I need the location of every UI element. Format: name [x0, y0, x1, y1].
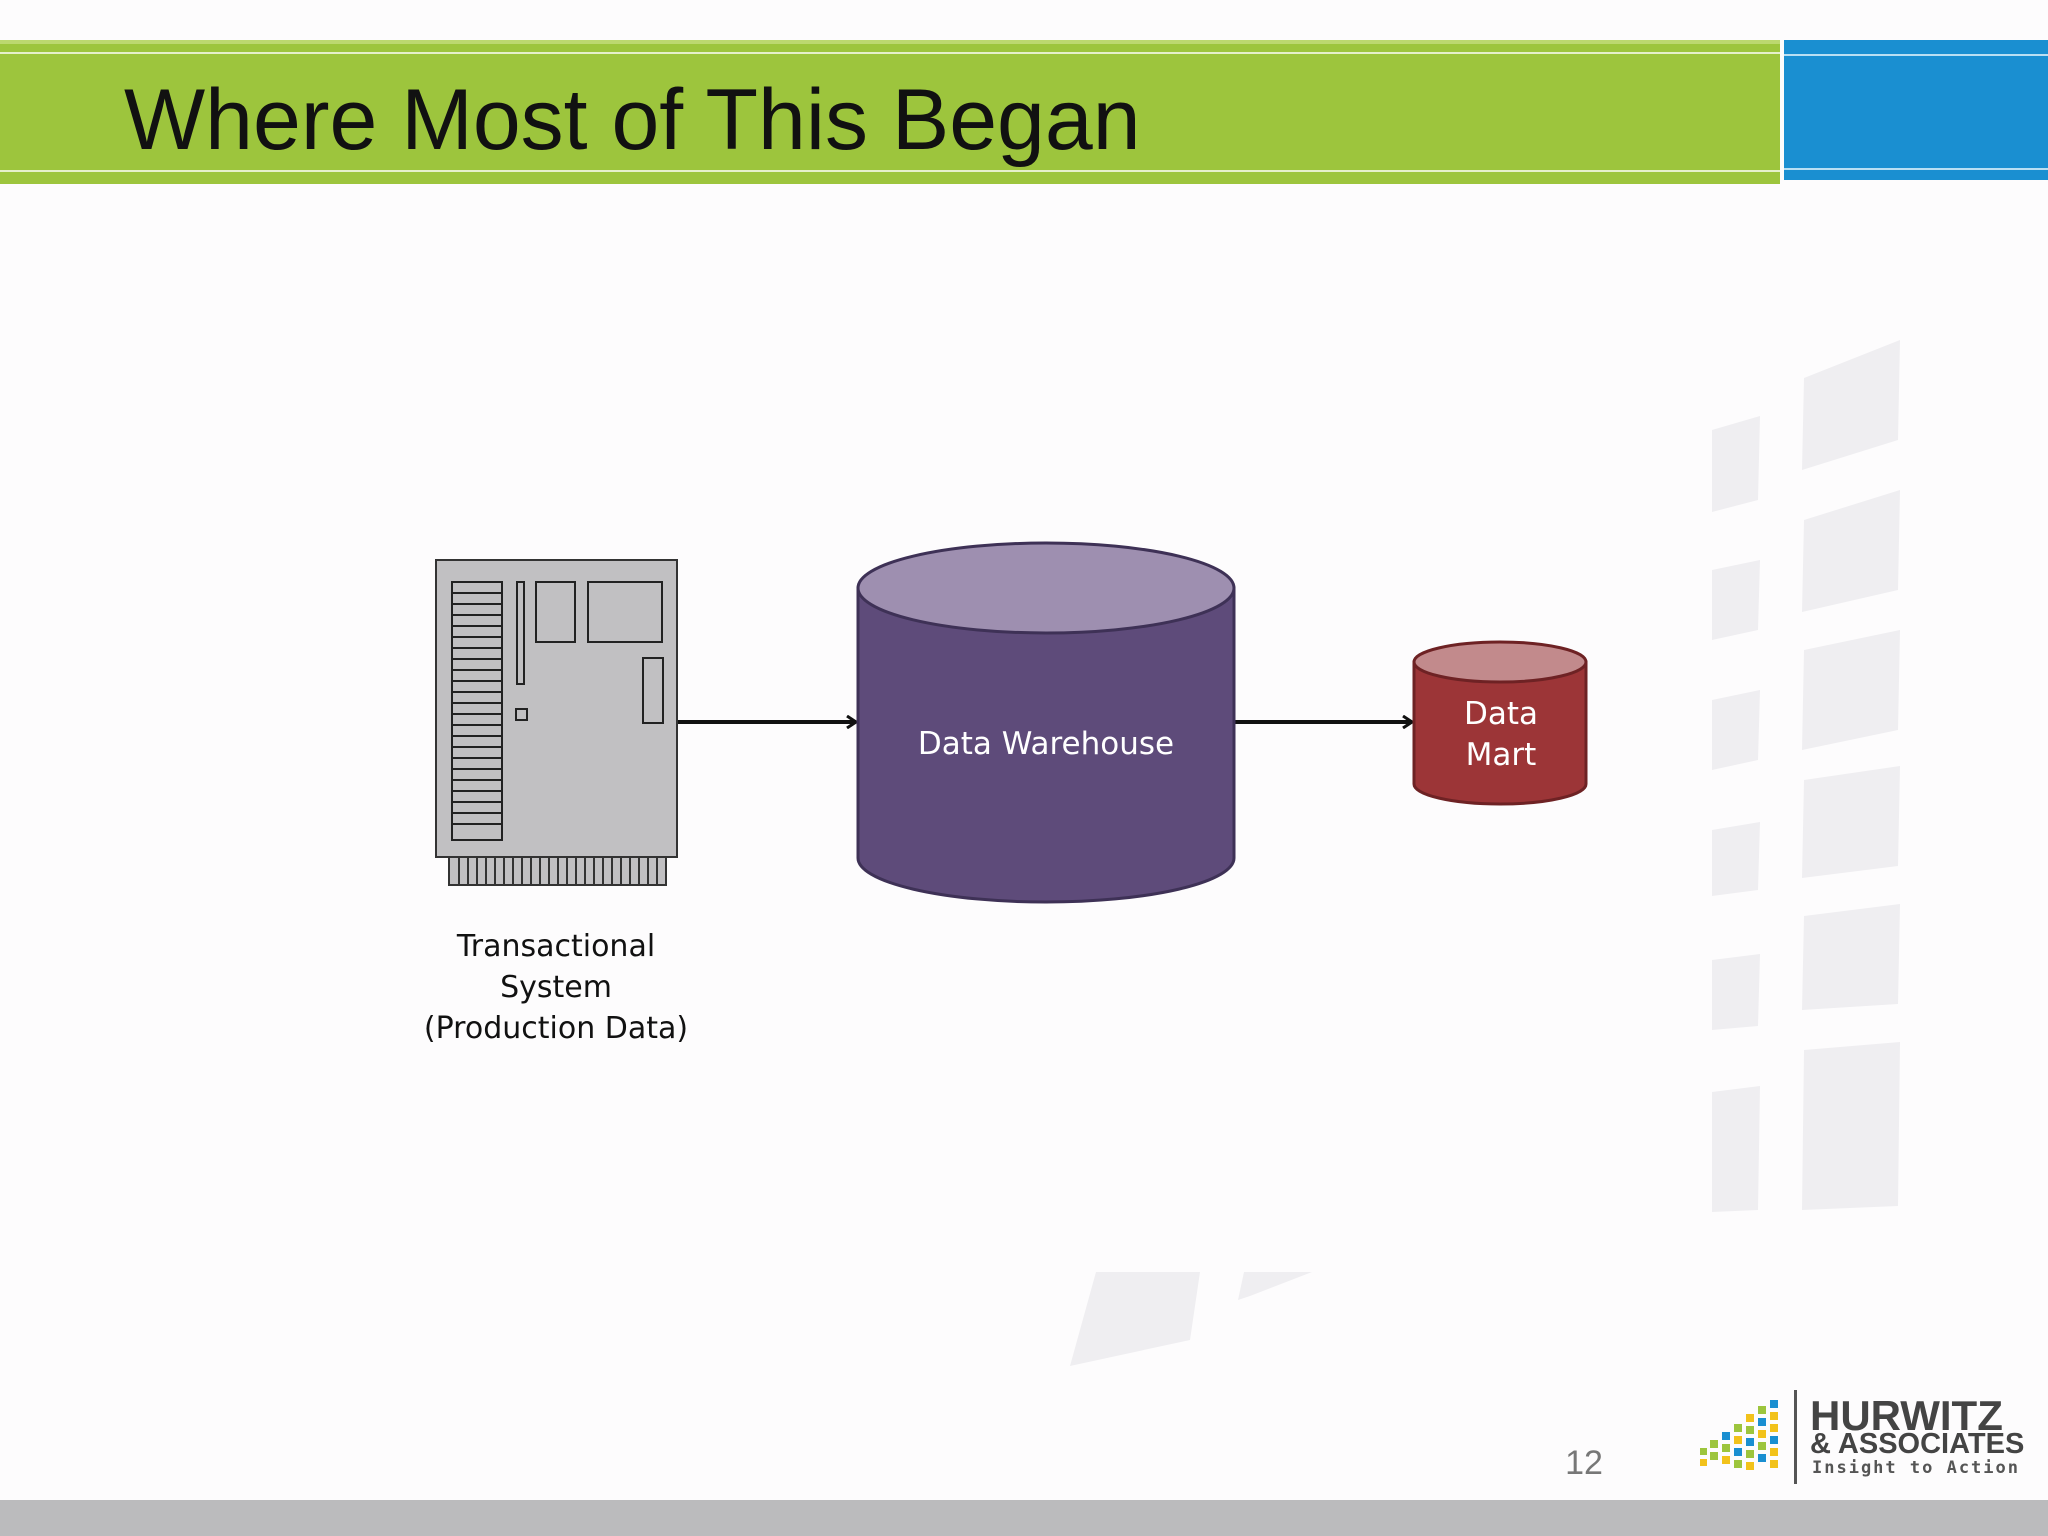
hurwitz-logo-mark-icon: [1700, 1400, 1778, 1470]
data-warehouse-cylinder: [856, 541, 1236, 904]
accent-rule-top: [1784, 54, 2048, 56]
header-rule-top: [0, 52, 1780, 54]
transactional-label-line-1: Transactional: [456, 929, 656, 964]
header-band: [0, 40, 1780, 184]
transactional-label-line-2: System: [500, 970, 612, 1005]
data-mart-cylinder: [1412, 640, 1588, 806]
data-mart-label: Data Mart: [1414, 694, 1588, 776]
data-mart-label-line-1: Data: [1463, 696, 1539, 732]
server-board-icon: [435, 559, 678, 886]
footer-bar: [0, 1500, 2048, 1536]
header-accent-block: [1784, 40, 2048, 180]
header-rule-bottom: [0, 170, 1780, 172]
page-number: 12: [1565, 1444, 1603, 1482]
slide-title: Where Most of This Began: [124, 72, 1141, 168]
transactional-system-label: Transactional System (Production Data): [400, 926, 712, 1049]
logo-subname: & ASSOCIATES: [1810, 1428, 2025, 1460]
transactional-label-line-3: (Production Data): [423, 1011, 689, 1046]
logo-name: HURWITZ: [1810, 1392, 2003, 1439]
data-mart-label-line-2: Mart: [1465, 737, 1537, 773]
logo-divider: [1794, 1390, 1797, 1484]
logo-tagline: Insight to Action: [1812, 1458, 2020, 1478]
data-warehouse-label: Data Warehouse: [917, 726, 1175, 762]
accent-rule-bottom: [1784, 168, 2048, 170]
